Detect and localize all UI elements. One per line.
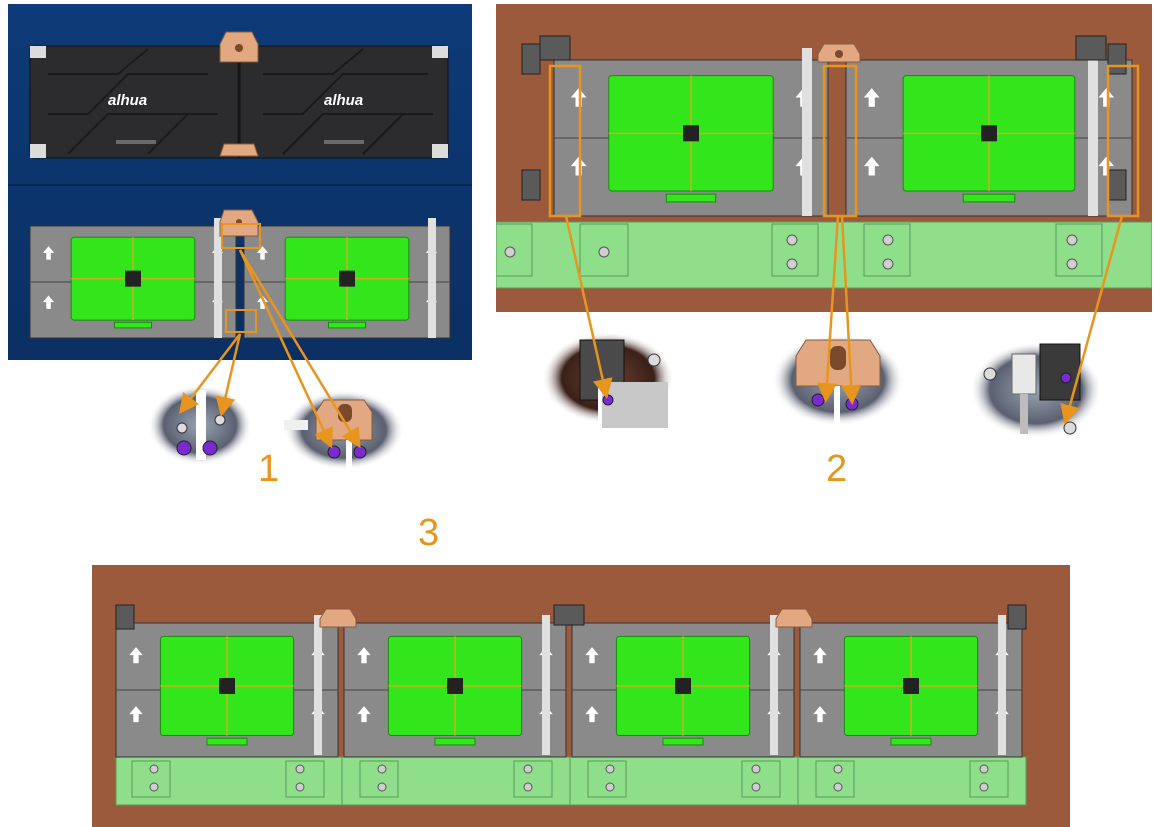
connecting-rod-right	[1088, 48, 1098, 216]
cabinet-back-3	[571, 622, 795, 758]
callout-box-top	[221, 223, 261, 249]
callout-box-bottom	[225, 309, 257, 333]
cabinet-back-left	[29, 225, 237, 339]
connecting-rod-right	[428, 218, 436, 338]
step2-panel	[496, 4, 1152, 312]
connecting-rod	[770, 615, 778, 755]
callout-box-right	[1106, 64, 1140, 218]
step-3-label: 3	[418, 512, 440, 554]
cabinet-back-left	[553, 59, 829, 217]
front-view: alhua alhua	[29, 31, 449, 159]
connecting-rod	[542, 615, 550, 755]
step-2-label: 2	[826, 448, 848, 490]
brand-logo-left: alhua	[108, 92, 147, 109]
detail-bubble-1b	[284, 390, 404, 470]
cabinet-back-1	[115, 622, 339, 758]
brand-logo-right: alhua	[324, 92, 363, 109]
callout-box-left	[548, 64, 582, 218]
connecting-rod-left	[802, 48, 812, 216]
callout-arrows-step2	[564, 215, 1124, 425]
connecting-rod-left	[214, 218, 222, 338]
cabinet-back-right	[845, 59, 1133, 217]
cabinet-back-right	[243, 225, 451, 339]
back-view	[29, 209, 451, 339]
callout-box-center	[822, 64, 858, 218]
cabinet-back-4	[799, 622, 1023, 758]
detail-bubble-1a	[148, 385, 252, 465]
panel-divider	[8, 184, 472, 186]
detail-bubble-2a	[542, 332, 674, 428]
callout-arrows-step1	[178, 249, 361, 449]
detail-bubble-2b	[772, 334, 904, 428]
step1-panel: alhua alhua	[8, 4, 472, 360]
step-1-label: 1	[258, 448, 280, 490]
connecting-rod	[314, 615, 322, 755]
connecting-rod	[998, 615, 1006, 755]
step3-panel	[92, 565, 1070, 827]
